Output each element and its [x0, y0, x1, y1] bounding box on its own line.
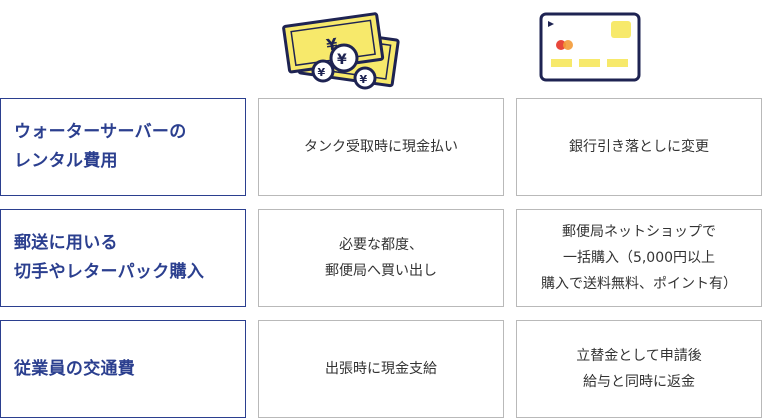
- svg-text:¥: ¥: [360, 73, 368, 86]
- row-label-water-server: ウォーターサーバーの レンタル費用: [0, 98, 246, 196]
- cash-bills-coins-icon: ¥ ¥ ¥ ¥: [282, 12, 400, 90]
- row-label-text: ウォーターサーバーの レンタル費用: [14, 122, 187, 171]
- svg-text:¥: ¥: [337, 52, 347, 68]
- cash-method-cell: タンク受取時に現金払い: [258, 98, 504, 196]
- card-method-cell: 郵便局ネットショップで 一括購入（5,000円以上 購入で送料無料、ポイント有）: [516, 209, 762, 307]
- row-label-postage: 郵送に用いる 切手やレターパック購入: [0, 209, 246, 307]
- card-method-cell: 立替金として申請後 給与と同時に返金: [516, 320, 762, 418]
- card-method-text: 郵便局ネットショップで 一括購入（5,000円以上 購入で送料無料、ポイント有）: [541, 224, 737, 292]
- cash-method-cell: 出張時に現金支給: [258, 320, 504, 418]
- svg-text:¥: ¥: [318, 66, 326, 79]
- cash-method-text: 出張時に現金支給: [325, 361, 437, 377]
- row-label-travel-expense: 従業員の交通費: [0, 320, 246, 418]
- row-label-text: 郵送に用いる 切手やレターパック購入: [14, 233, 205, 282]
- credit-card-icon: [539, 12, 641, 82]
- card-method-text: 銀行引き落としに変更: [569, 139, 709, 155]
- cash-method-text: タンク受取時に現金払い: [304, 139, 458, 155]
- cash-method-cell: 必要な都度、 郵便局へ買い出し: [258, 209, 504, 307]
- card-method-cell: 銀行引き落としに変更: [516, 98, 762, 196]
- row-label-text: 従業員の交通費: [14, 358, 136, 379]
- cash-method-text: 必要な都度、 郵便局へ買い出し: [325, 237, 437, 279]
- card-method-text: 立替金として申請後 給与と同時に返金: [576, 348, 702, 390]
